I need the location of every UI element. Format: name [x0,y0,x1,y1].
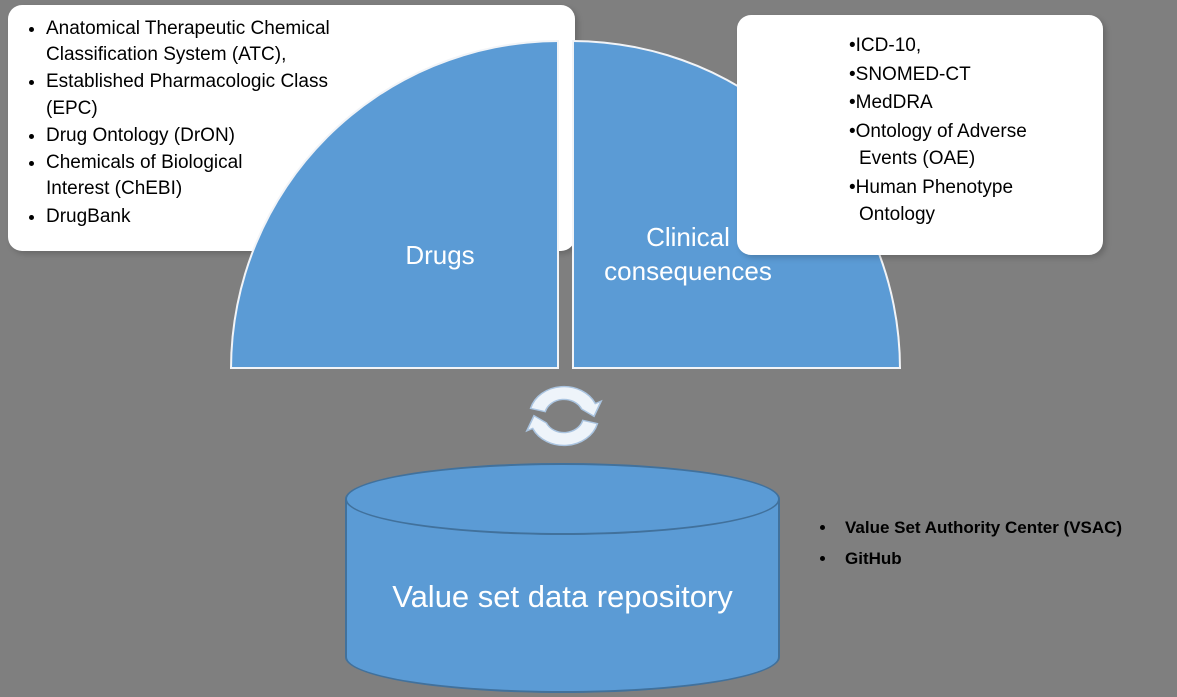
list-item: GitHub [837,549,1175,569]
list-item: Ontology of Adverse Events (OAE) [849,118,1063,173]
clinical-terminologies-panel: ICD-10, SNOMED-CT MedDRA Ontology of Adv… [737,15,1103,255]
list-item: Value Set Authority Center (VSAC) [837,518,1175,538]
list-item: ICD-10, [849,32,1063,60]
clinical-terminologies-list: ICD-10, SNOMED-CT MedDRA Ontology of Adv… [837,32,1063,229]
repository-label: Value set data repository [392,579,733,614]
list-item: Human Phenotype Ontology [849,174,1063,229]
clinical-consequences-label: Clinical consequences [604,222,772,287]
drugs-label: Drugs [405,240,475,270]
repository-sources: Value Set Authority Center (VSAC) GitHub [815,518,1175,569]
sync-arrow-top [529,385,603,418]
list-item: Anatomical Therapeutic Chemical Classifi… [46,16,425,68]
value-set-repository-cylinder: Value set data repository [345,463,780,693]
list-item: Established Pharmacologic Class (EPC) [46,69,425,121]
repository-sources-list: Value Set Authority Center (VSAC) GitHub [815,518,1175,580]
list-item: DrugBank [46,204,425,230]
list-item: Drug Ontology (DrON) [46,123,425,149]
list-item: MedDRA [849,89,1063,117]
sync-arrow-bottom [525,414,599,447]
cylinder-top-ellipse [345,463,780,535]
drug-terminologies-list: Anatomical Therapeutic Chemical Classifi… [24,16,425,230]
list-item: Chemicals of Biological Interest (ChEBI) [46,150,425,202]
list-item: SNOMED-CT [849,61,1063,89]
sync-cycle-icon [525,385,603,447]
